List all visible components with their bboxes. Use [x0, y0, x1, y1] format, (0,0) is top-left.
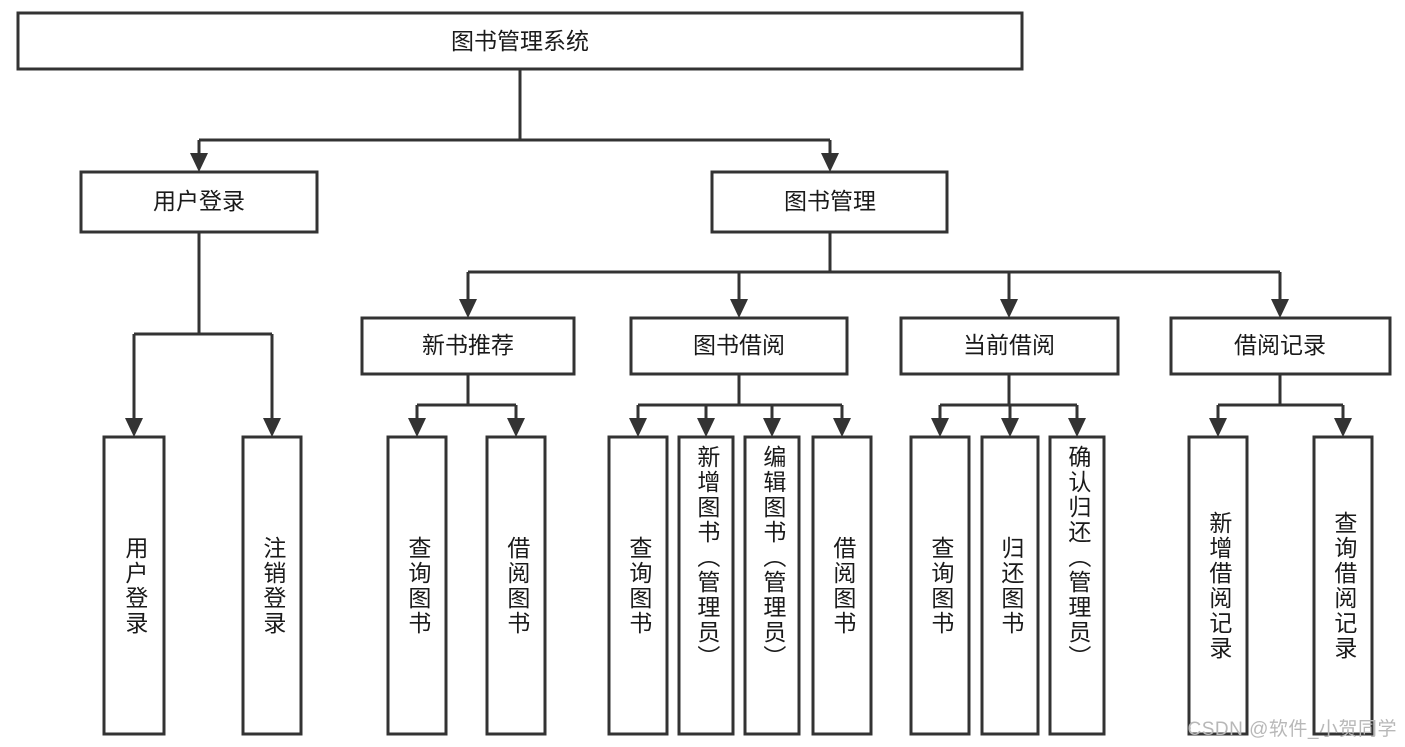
- arrowhead-new-book-recommend: [459, 299, 477, 318]
- node-new-book-recommend-label: 新书推荐: [422, 332, 514, 358]
- node-book-management-label: 图书管理: [784, 188, 876, 214]
- node-book-management-box[interactable]: [710, 170, 949, 234]
- node-book-borrow-box[interactable]: [629, 316, 849, 376]
- arrowhead-borrow-records: [1271, 299, 1289, 318]
- leaf-confirm-return-box[interactable]: [1048, 435, 1106, 736]
- arrowhead-leaf-confirm-return: [1068, 418, 1086, 437]
- arrowhead-leaf-user-logout: [263, 418, 281, 437]
- node-current-borrow-box[interactable]: [899, 316, 1120, 376]
- arrowhead-book-management: [821, 153, 839, 172]
- arrowhead-leaf-borrow-book-2: [833, 418, 851, 437]
- leaf-add-record-box[interactable]: [1187, 435, 1249, 736]
- node-borrow-records-box[interactable]: [1169, 316, 1392, 376]
- node-root-label: 图书管理系统: [451, 28, 589, 54]
- arrowhead-leaf-query-record: [1334, 418, 1352, 437]
- connectors-group: [125, 69, 1352, 437]
- leaf-query-book-2-box[interactable]: [607, 435, 669, 736]
- arrowhead-leaf-add-record: [1209, 418, 1227, 437]
- node-root[interactable]: 图书管理系统: [16, 11, 1024, 71]
- arrowhead-leaf-return-book: [1001, 418, 1019, 437]
- node-user-login[interactable]: 用户登录: [79, 170, 319, 234]
- arrowhead-leaf-add-book: [697, 418, 715, 437]
- node-book-management[interactable]: 图书管理: [710, 170, 949, 234]
- arrowhead-leaf-query-book-2: [629, 418, 647, 437]
- leaf-query-record-box[interactable]: [1312, 435, 1374, 736]
- arrowhead-leaf-borrow-book-1: [507, 418, 525, 437]
- node-book-borrow-label: 图书借阅: [693, 332, 785, 358]
- leaf-return-book-box[interactable]: [980, 435, 1040, 736]
- node-book-borrow[interactable]: 图书借阅: [629, 316, 849, 376]
- node-user-login-box[interactable]: [79, 170, 319, 234]
- node-current-borrow-label: 当前借阅: [963, 332, 1055, 358]
- node-current-borrow[interactable]: 当前借阅: [899, 316, 1120, 376]
- node-root-box[interactable]: [16, 11, 1024, 71]
- node-borrow-records-label: 借阅记录: [1234, 332, 1326, 358]
- leaf-query-book-1-box[interactable]: [386, 435, 448, 736]
- node-new-book-recommend-box[interactable]: [360, 316, 576, 376]
- arrowhead-leaf-edit-book: [763, 418, 781, 437]
- node-borrow-records[interactable]: 借阅记录: [1169, 316, 1392, 376]
- arrowhead-leaf-user-login: [125, 418, 143, 437]
- arrowhead-leaf-query-book-3: [931, 418, 949, 437]
- arrowhead-user-login: [190, 153, 208, 172]
- leaf-query-book-3-box[interactable]: [909, 435, 971, 736]
- csdn-watermark: CSDN @软件_小贺同学: [1187, 719, 1397, 740]
- arrowhead-book-borrow: [730, 299, 748, 318]
- leaf-user-login-box[interactable]: [102, 435, 166, 736]
- leaf-borrow-book-1-box[interactable]: [485, 435, 547, 736]
- leaf-boxes-group: [102, 435, 1374, 736]
- arrowhead-leaf-query-book-1: [408, 418, 426, 437]
- leaf-edit-book-box[interactable]: [743, 435, 801, 736]
- arrowhead-current-borrow: [1000, 299, 1018, 318]
- leaf-user-logout-box[interactable]: [241, 435, 303, 736]
- node-user-login-label: 用户登录: [153, 188, 245, 214]
- leaf-borrow-book-2-box[interactable]: [811, 435, 873, 736]
- leaf-add-book-box[interactable]: [677, 435, 735, 736]
- node-new-book-recommend[interactable]: 新书推荐: [360, 316, 576, 376]
